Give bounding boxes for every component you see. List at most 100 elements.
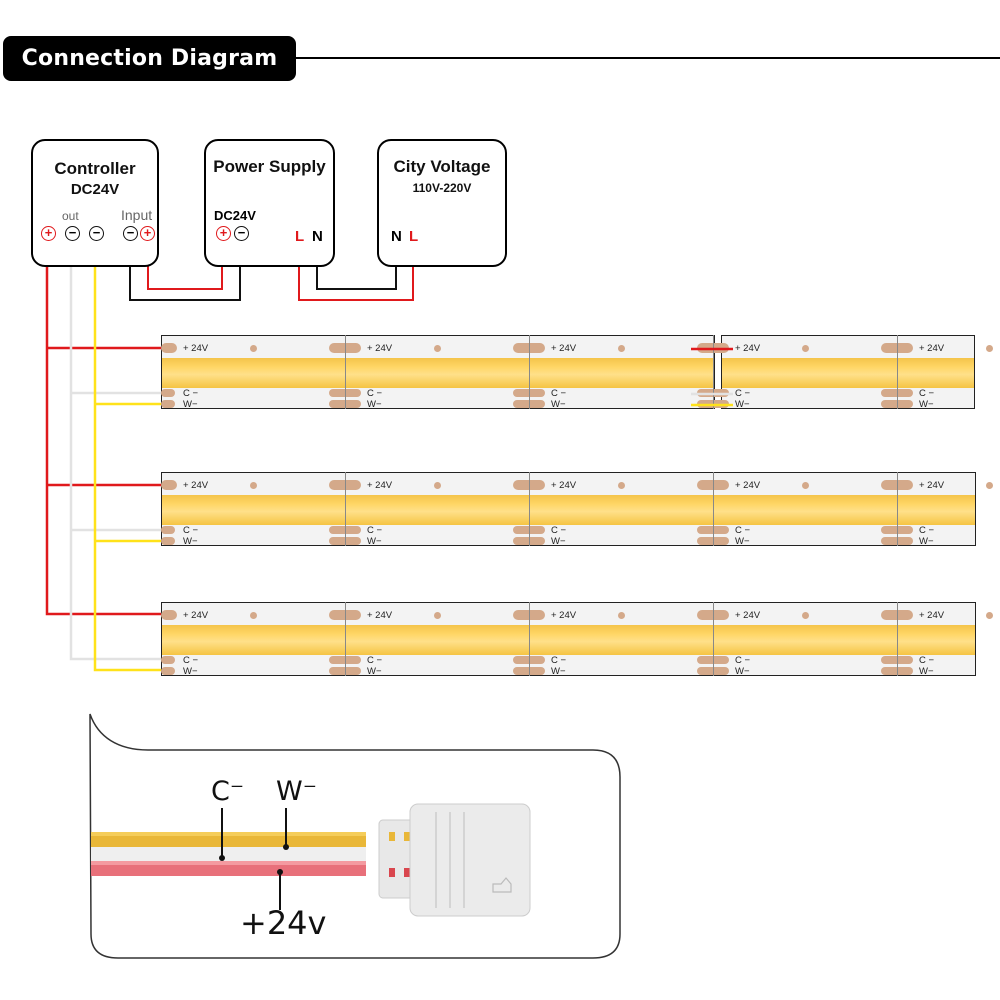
label-c: C − [367, 388, 383, 399]
label-c: C − [183, 655, 199, 666]
solder-pad-plus [161, 343, 177, 353]
label-c: C − [735, 388, 751, 399]
controller-voltage: DC24V [70, 181, 120, 198]
wire-bus-c [69, 236, 165, 661]
led-dot [802, 345, 809, 352]
out-label: out [62, 209, 79, 223]
led-dot [434, 612, 441, 619]
power-supply-title: Power Supply [213, 157, 326, 176]
label-plus-24v: + 24V [183, 610, 209, 621]
label-w: W− [735, 666, 750, 677]
led-dot [802, 482, 809, 489]
label-c: C − [735, 655, 751, 666]
city-voltage-box: City Voltage 110V-220V N L [377, 139, 507, 267]
label-plus-24v: + 24V [551, 610, 577, 621]
label-w: W− [551, 666, 566, 677]
psu-n-terminal: N [312, 228, 323, 245]
label-w: W− [919, 399, 934, 410]
led-dot [986, 612, 993, 619]
led-dot [618, 482, 625, 489]
label-c: C − [919, 388, 935, 399]
wire-bus-w [93, 236, 165, 672]
strip-3 [161, 602, 976, 676]
label-plus-24v: + 24V [735, 610, 761, 621]
label-w: W− [735, 399, 750, 410]
solder-pad-w [161, 537, 175, 545]
led-dot [986, 482, 993, 489]
cut-line [529, 602, 530, 676]
psu-l-terminal: L [295, 228, 305, 245]
connector-inset: C⁻ W⁻ +24v [88, 712, 623, 962]
solder-pad-w [161, 400, 175, 408]
led-dot [618, 612, 625, 619]
cut-line [897, 335, 898, 409]
arrow-icon [492, 877, 512, 893]
wire-mains-l [298, 236, 414, 301]
cut-line [345, 602, 346, 676]
cut-line [529, 472, 530, 546]
label-w: W− [183, 399, 198, 410]
label-w: W− [919, 666, 934, 677]
controller-title: Controller [54, 159, 136, 178]
label-plus-24v: + 24V [919, 610, 945, 621]
led-dot [250, 345, 257, 352]
label-plus-24v: + 24V [919, 343, 945, 354]
led-band [722, 358, 974, 388]
label-w: W− [367, 536, 382, 547]
solder-pad-w [161, 667, 175, 675]
led-dot [986, 345, 993, 352]
out-c-terminal: − [65, 226, 80, 241]
label-c-minus: C⁻ [211, 776, 245, 807]
solder-pad-plus [161, 610, 177, 620]
cut-line [345, 472, 346, 546]
wire-psu-negative [129, 236, 241, 301]
power-supply-box: Power Supply DC24V + − L N [204, 139, 335, 267]
input-minus-terminal: − [123, 226, 138, 241]
label-c: C − [183, 388, 199, 399]
connector-plug [409, 803, 531, 917]
label-w: W− [735, 536, 750, 547]
label-plus-24v: + 24V [551, 480, 577, 491]
led-band [162, 495, 975, 525]
input-label: Input [121, 207, 153, 223]
city-voltage-title: City Voltage [393, 157, 491, 176]
led-dot [618, 345, 625, 352]
label-plus-24v: + 24V [367, 480, 393, 491]
city-voltage-range: 110V-220V [412, 181, 472, 195]
wire-c-cable [91, 847, 366, 861]
label-w: W− [551, 536, 566, 547]
cut-line [897, 602, 898, 676]
cut-line [345, 335, 346, 409]
cut-line [713, 472, 714, 546]
label-plus-24v: + 24V [367, 610, 393, 621]
label-c: C − [551, 655, 567, 666]
power-supply-voltage: DC24V [214, 208, 256, 223]
label-plus-24v: + 24V [183, 343, 209, 354]
label-plus-24v: + 24V [551, 343, 577, 354]
city-l-terminal: L [409, 228, 419, 245]
led-band [162, 625, 975, 655]
label-w: W− [183, 666, 198, 677]
label-c: C − [183, 525, 199, 536]
cut-line [897, 472, 898, 546]
diagram-title: Connection Diagram [3, 36, 296, 81]
led-dot [434, 345, 441, 352]
led-band [162, 358, 714, 388]
label-c: C − [367, 655, 383, 666]
solder-pad-c [161, 526, 175, 534]
label-w-minus: W⁻ [276, 776, 317, 807]
label-c: C − [919, 525, 935, 536]
label-w: W− [367, 399, 382, 410]
led-dot [802, 612, 809, 619]
solder-pad-c [161, 389, 175, 397]
label-plus-24v: + 24V [183, 480, 209, 491]
label-w: W− [551, 399, 566, 410]
led-dot [250, 612, 257, 619]
wire-bus-plus [45, 236, 165, 616]
input-plus-terminal: + [140, 226, 155, 241]
psu-minus-terminal: − [234, 226, 249, 241]
cut-line [529, 335, 530, 409]
out-w-terminal: − [89, 226, 104, 241]
label-c: C − [367, 525, 383, 536]
cut-line [713, 335, 714, 409]
